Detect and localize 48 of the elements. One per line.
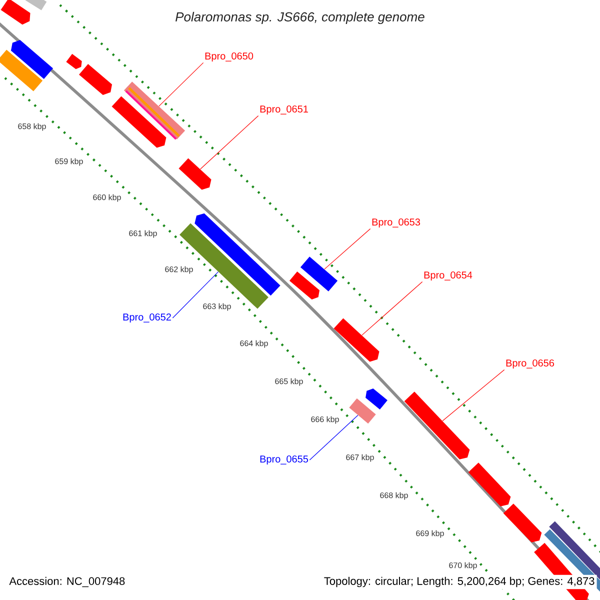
gene-block — [300, 256, 338, 292]
gene-label: Bpro_0656 — [506, 359, 554, 369]
tick-label: 663 kbp — [203, 303, 231, 311]
gene-block — [78, 64, 112, 96]
title: Polaromonas sp. JS666, complete genome — [176, 12, 424, 24]
tick-label: 658 kbp — [18, 123, 46, 131]
gene-block — [112, 96, 166, 148]
gene-label: Bpro_0650 — [205, 52, 254, 62]
gene-block — [66, 54, 82, 70]
gene-block — [289, 272, 320, 300]
gene-label: Bpro_0654 — [424, 271, 472, 281]
tick-label: 665 kbp — [275, 378, 303, 386]
tick-label: 666 kbp — [311, 416, 339, 424]
leader-line — [324, 228, 371, 270]
leader-line — [309, 414, 358, 460]
gene-block — [178, 158, 212, 190]
gene-label: Bpro_0653 — [372, 218, 420, 228]
genome-info: Topology: circular; Length: 5,200,264 bp; Genes: 4,873 — [322, 574, 597, 590]
tick-label: 659 kbp — [55, 158, 83, 166]
gene-block — [10, 40, 54, 79]
gene-block — [366, 388, 388, 410]
gene-block — [468, 462, 511, 506]
gene-label: Bpro_0651 — [260, 105, 308, 115]
tick-label: 660 kbp — [93, 194, 121, 202]
accession-text: Accession: NC_007948 — [9, 576, 125, 588]
leader-line — [158, 62, 204, 106]
gene-block — [180, 223, 268, 309]
gene-block — [25, 0, 47, 10]
tick-label: 670 kbp — [449, 562, 477, 570]
leader-line — [442, 369, 505, 422]
tick-label: 668 kbp — [380, 492, 408, 500]
leader-line — [362, 281, 423, 336]
leader-line — [200, 115, 259, 170]
gene-block — [0, 50, 43, 92]
gene-block — [349, 398, 376, 424]
leader-line — [172, 272, 219, 318]
gene-block — [404, 392, 470, 460]
tick-label: 667 kbp — [346, 454, 374, 462]
gene-block — [503, 504, 542, 542]
tick-label: 662 kbp — [165, 266, 193, 274]
tick-label: 664 kbp — [240, 340, 268, 348]
tick-label: 669 kbp — [416, 530, 444, 538]
gene-block — [334, 318, 380, 362]
gene-label: Bpro_0655 — [260, 455, 308, 465]
gene-label: Bpro_0652 — [123, 313, 171, 323]
tick-label: 661 kbp — [129, 230, 157, 238]
gene-block — [194, 213, 280, 296]
gene-block — [0, 0, 30, 25]
